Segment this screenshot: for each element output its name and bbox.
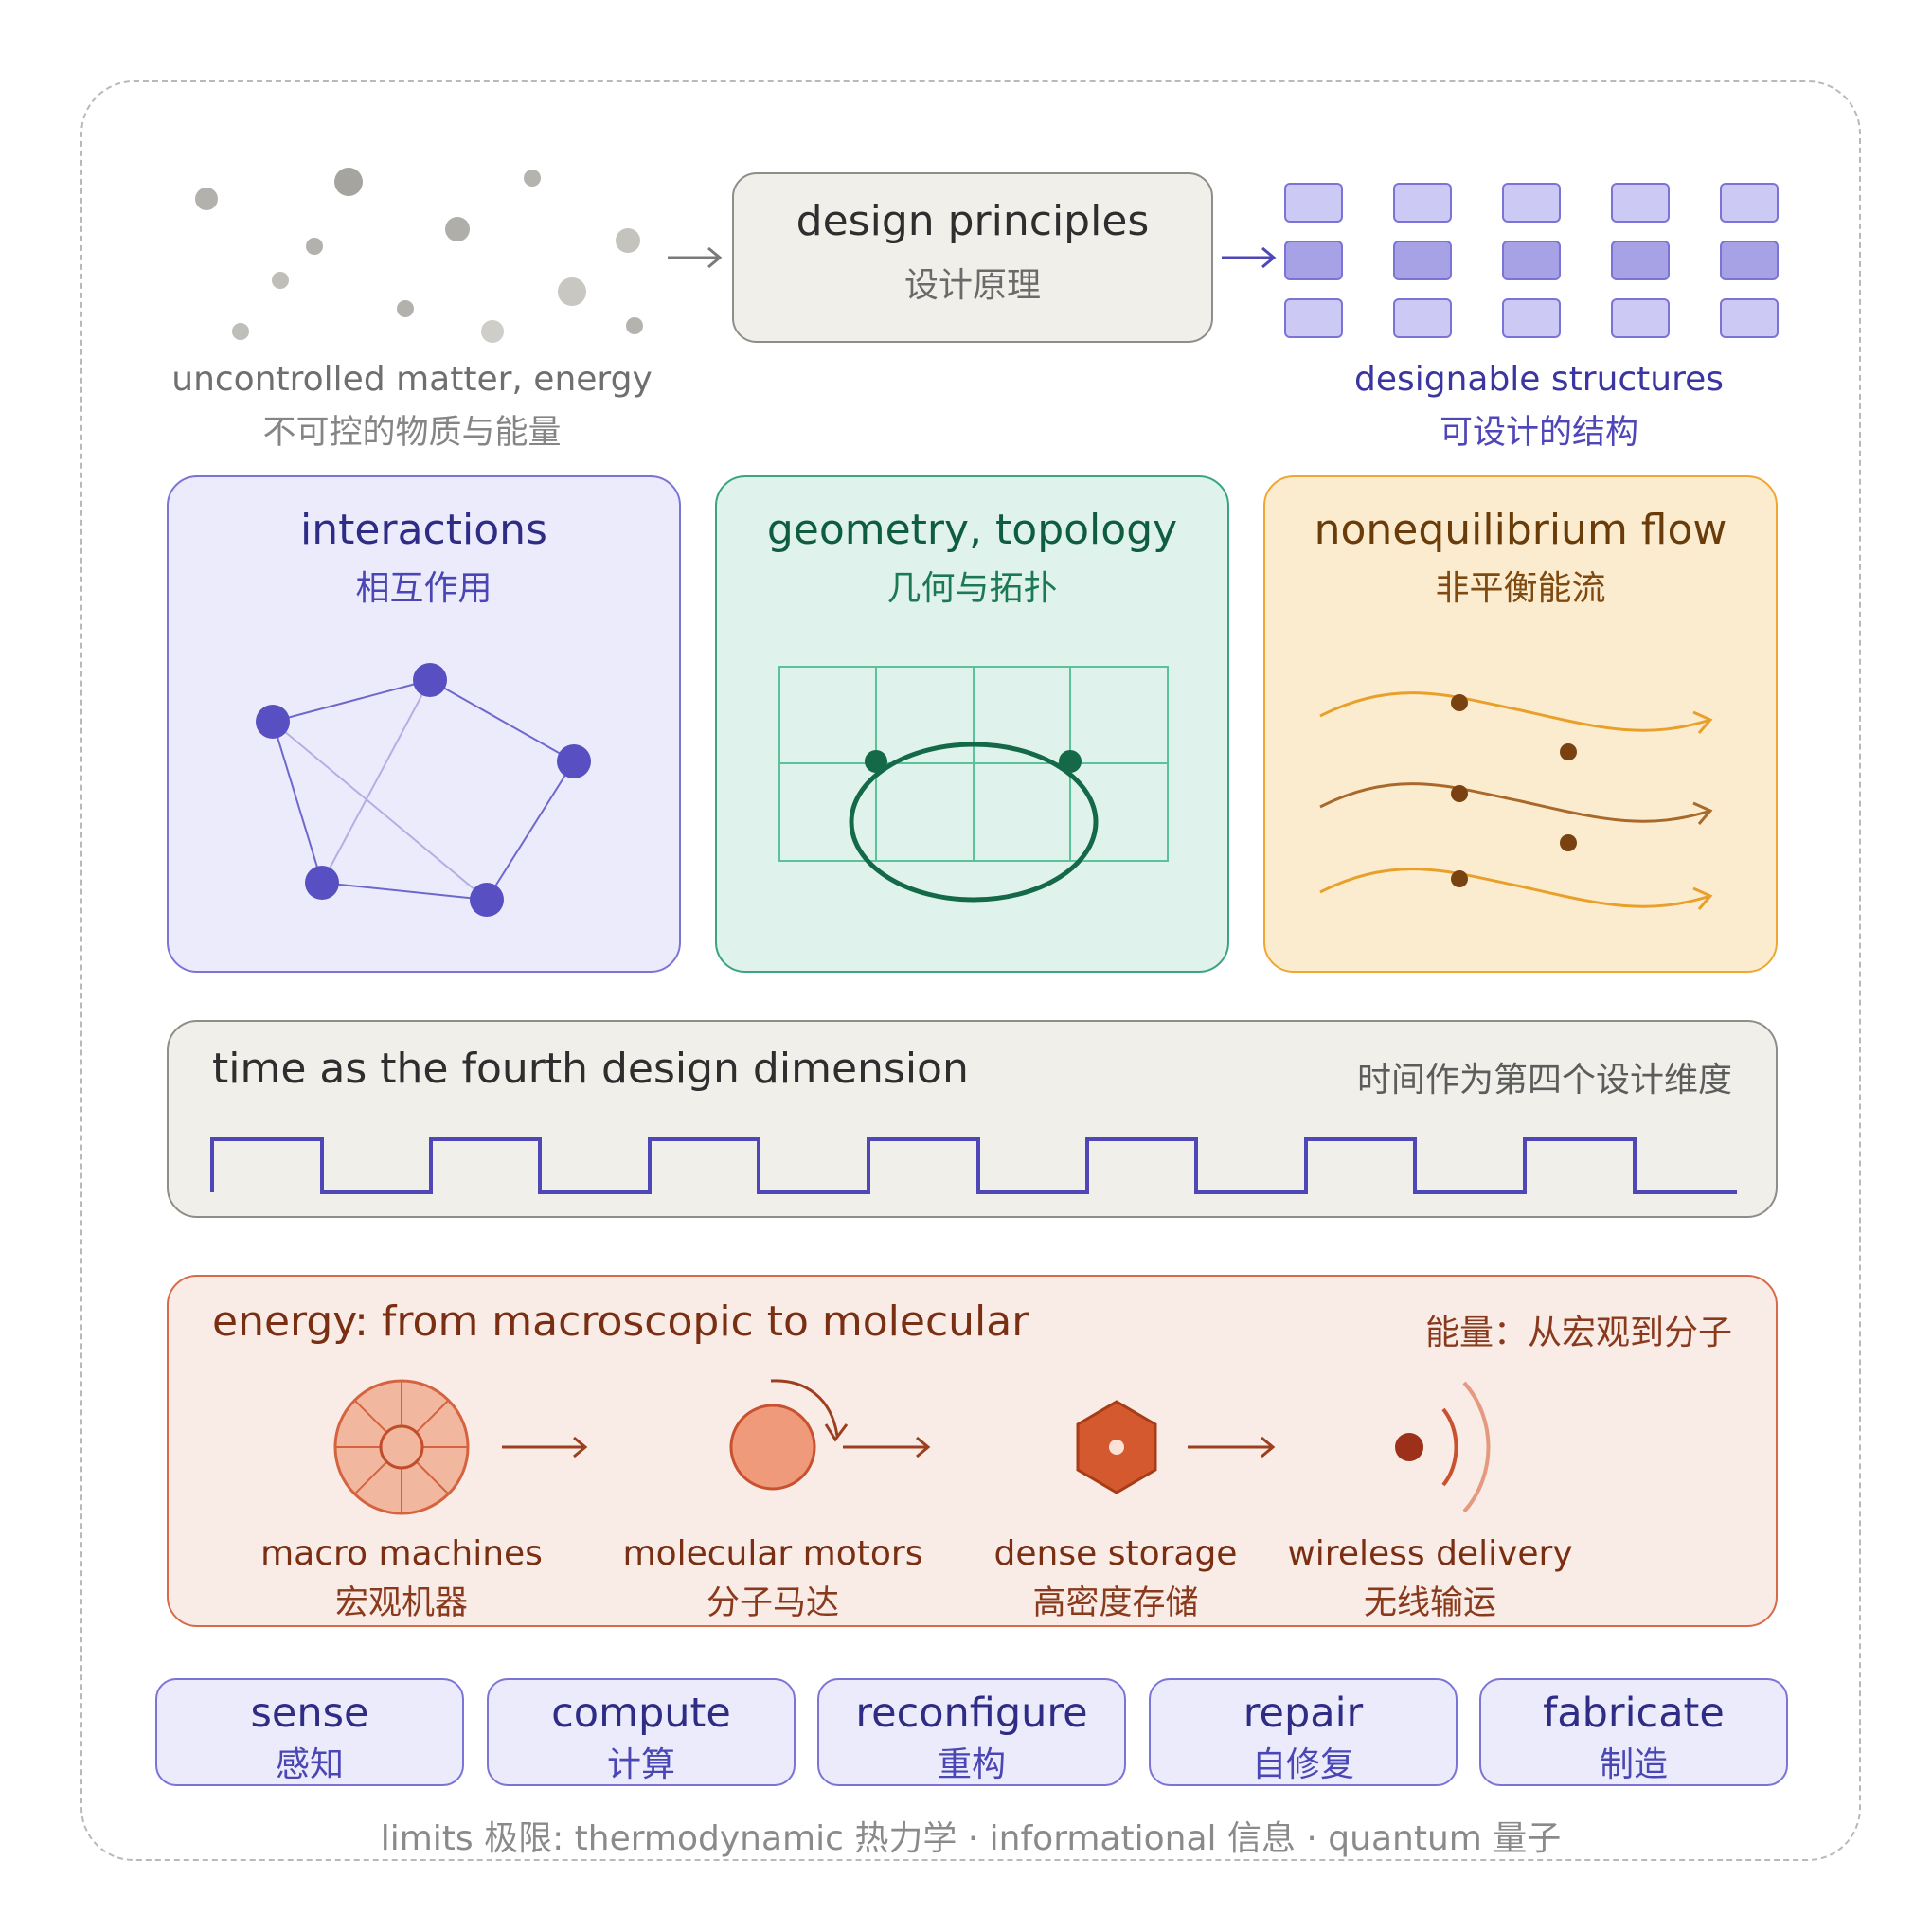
capability-sublabel: 制造 [1599, 1745, 1668, 1784]
structure-block [1611, 183, 1670, 223]
geometry-title: geometry, topology [766, 506, 1178, 554]
target-label-en: designable structures [1353, 360, 1725, 399]
capability-sublabel: 自修复 [1251, 1745, 1354, 1784]
structure-block [1502, 183, 1561, 223]
capability-label: repair [1243, 1690, 1364, 1737]
structure-block [1284, 298, 1343, 338]
time-panel: time as the fourth design dimension 时间作为… [167, 1020, 1778, 1218]
structure-block [1284, 183, 1343, 223]
source-label-en: uncontrolled matter, energy [171, 360, 653, 399]
design-principles-subtitle: 设计原理 [903, 266, 1041, 305]
time-title-en: time as the fourth design dimension [212, 1045, 969, 1093]
outer-frame [80, 80, 1861, 1861]
capability-compute: compute 计算 [487, 1678, 796, 1786]
source-label-zh: 不可控的物质与能量 [262, 414, 562, 452]
structure-block [1720, 298, 1779, 338]
flow-panel: nonequilibrium flow 非平衡能流 [1263, 475, 1778, 973]
stage-label-zh: 分子马达 [706, 1584, 839, 1622]
interactions-title: interactions [300, 506, 547, 554]
time-title-zh: 时间作为第四个设计维度 [1356, 1061, 1732, 1100]
scattered-particles [195, 168, 643, 343]
flow-subtitle: 非平衡能流 [1435, 569, 1606, 608]
gear-wheel-icon [333, 1379, 470, 1515]
stage-label-en: wireless delivery [1287, 1534, 1573, 1573]
structure-block [1393, 298, 1452, 338]
design-principles-title: design principles [796, 197, 1150, 245]
capability-label: compute [551, 1690, 731, 1737]
interaction-network [256, 663, 591, 917]
capability-label: fabricate [1543, 1690, 1725, 1737]
structure-block [1720, 183, 1779, 223]
target-label-zh: 可设计的结构 [1439, 414, 1638, 452]
capability-sense: sense 感知 [155, 1678, 464, 1786]
stage-label-en: macro machines [260, 1534, 543, 1573]
topology-grid-ring [778, 666, 1169, 903]
energy-title-en: energy: from macroscopic to molecular [212, 1297, 1029, 1346]
design-principles-box: design principles 设计原理 [732, 172, 1213, 343]
limits-footer: limits 极限: thermodynamic 热力学 · informati… [380, 1819, 1562, 1858]
stage-label-en: molecular motors [622, 1534, 923, 1573]
energy-pipeline [333, 1379, 1491, 1515]
square-wave [210, 1137, 1737, 1194]
energy-title-zh: 能量：从宏观到分子 [1424, 1314, 1732, 1352]
structure-block [1393, 183, 1452, 223]
flow-streamlines [1319, 691, 1713, 910]
structure-block [1502, 298, 1561, 338]
stage-label-en: dense storage [993, 1534, 1238, 1573]
capability-label: reconfigure [855, 1690, 1088, 1737]
structure-block [1284, 241, 1343, 280]
capability-sublabel: 重构 [937, 1745, 1006, 1784]
structure-block [1720, 241, 1779, 280]
capability-repair: repair 自修复 [1149, 1678, 1458, 1786]
structure-grid [1284, 183, 1779, 338]
arrow-right-icon [1222, 246, 1277, 269]
hexagon-storage-icon [1076, 1400, 1157, 1494]
structure-block [1502, 241, 1561, 280]
energy-panel: energy: from macroscopic to molecular 能量… [167, 1275, 1778, 1627]
stage-label-zh: 高密度存储 [1032, 1584, 1199, 1622]
structure-block [1393, 241, 1452, 280]
interactions-subtitle: 相互作用 [355, 569, 492, 608]
wireless-signal-icon [1395, 1381, 1491, 1513]
arrow-right-icon [668, 246, 723, 269]
flow-title: nonequilibrium flow [1314, 506, 1727, 554]
geometry-panel: geometry, topology 几何与拓扑 [715, 475, 1229, 973]
geometry-subtitle: 几何与拓扑 [886, 569, 1058, 608]
capability-reconfigure: reconfigure 重构 [817, 1678, 1126, 1786]
structure-block [1611, 241, 1670, 280]
capability-label: sense [250, 1690, 369, 1737]
capability-sublabel: 感知 [275, 1745, 344, 1784]
stage-label-zh: 无线输运 [1363, 1584, 1496, 1622]
structure-block [1611, 298, 1670, 338]
stage-label-zh: 宏观机器 [334, 1584, 468, 1622]
interactions-panel: interactions 相互作用 [167, 475, 681, 973]
capability-fabricate: fabricate 制造 [1479, 1678, 1788, 1786]
rotor-icon [729, 1379, 849, 1491]
capability-sublabel: 计算 [606, 1745, 675, 1784]
